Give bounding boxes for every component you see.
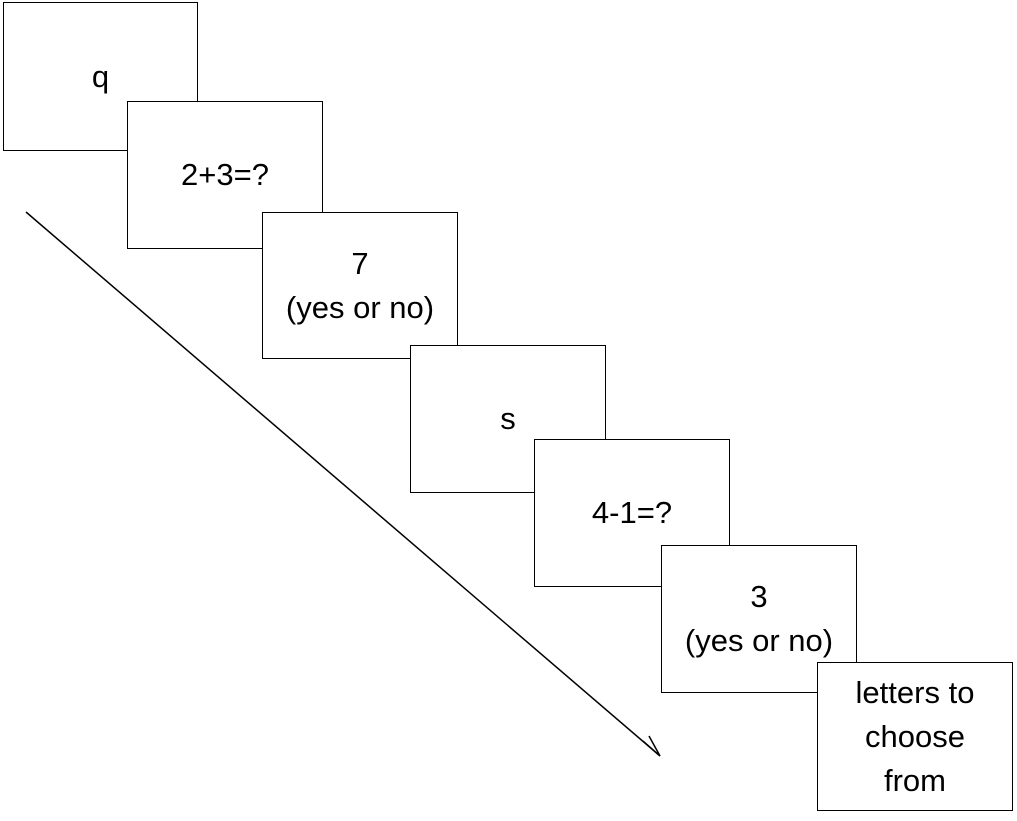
card-text: 3 (yes or no)	[685, 575, 833, 663]
card-text: letters to choose from	[856, 671, 975, 803]
time-arrow-head	[642, 735, 661, 757]
card-line: 4-1=?	[591, 495, 673, 530]
time-arrow-shaft	[25, 211, 661, 757]
card-text: 4-1=?	[592, 491, 672, 535]
card-line: s	[500, 401, 516, 436]
card-line: 7	[351, 245, 369, 281]
card-line: 2+3=?	[181, 157, 269, 192]
recall-card-letters: letters to choose from	[817, 662, 1013, 811]
card-line: 3	[750, 579, 768, 614]
stimulus-card-answer-1: 7 (yes or no)	[262, 212, 458, 359]
card-line: choose	[865, 718, 965, 754]
card-line: q	[91, 58, 110, 94]
card-text: 2+3=?	[181, 153, 269, 197]
card-text: q	[92, 55, 109, 99]
card-line: (yes or no)	[684, 623, 834, 658]
card-text: 7 (yes or no)	[286, 242, 434, 330]
card-text: s	[500, 397, 516, 441]
card-line: from	[883, 762, 946, 798]
card-line: (yes or no)	[285, 289, 435, 325]
stimulus-card-equation-1: 2+3=?	[127, 101, 323, 249]
card-line: letters to	[855, 674, 975, 710]
